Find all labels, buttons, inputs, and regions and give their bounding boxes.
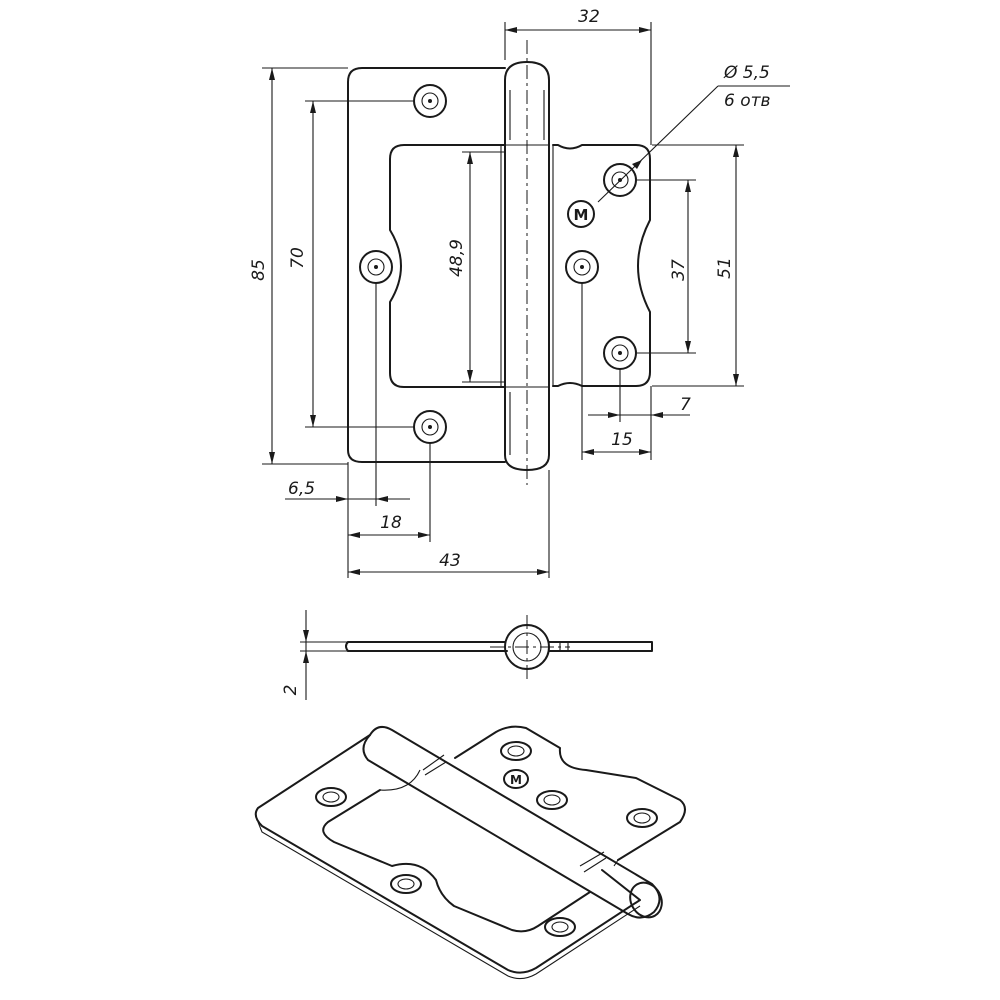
iso-pin	[362, 725, 661, 919]
side-view: 2	[281, 610, 653, 700]
dim-overall-width: 43	[439, 551, 461, 571]
dim-thickness: 2	[281, 685, 301, 696]
hole-icon	[536, 790, 568, 810]
logo-icon: M	[567, 200, 595, 228]
outer-leaf-outline	[347, 67, 506, 463]
dim-top-width: 32	[578, 7, 600, 27]
hole-icon	[359, 250, 393, 284]
isometric-view: M	[254, 725, 686, 980]
logo-letter: M	[574, 206, 589, 224]
dim-leaf-height: 51	[715, 257, 735, 279]
hole-icon	[626, 808, 658, 828]
hole-icon	[315, 787, 347, 807]
iso-logo-letter: M	[510, 773, 522, 787]
pin-knuckle	[504, 61, 550, 471]
hole-icon	[413, 410, 447, 444]
dim-hole-offset-18: 18	[380, 513, 402, 533]
dim-outer-hole-spacing: 70	[288, 247, 308, 269]
dim-hole-offset-right: 15	[611, 430, 633, 450]
dim-hole-count: 6 отв	[724, 91, 771, 111]
dim-inner-hole-spacing: 37	[669, 259, 689, 281]
dim-hole-offset-left: 6,5	[288, 479, 315, 499]
inner-leaf-outline	[552, 144, 651, 387]
hole-icon	[603, 336, 637, 370]
hole-icon	[500, 741, 532, 761]
hole-icon	[565, 250, 599, 284]
outer-leaf-cutout	[389, 144, 506, 388]
dim-overall-height: 85	[249, 259, 269, 281]
front-view: M	[347, 40, 651, 485]
hole-icon	[544, 917, 576, 937]
dim-hole-diameter: Ø 5,5	[723, 63, 770, 83]
dim-hole-offset-small: 7	[680, 395, 691, 415]
logo-icon: M	[503, 769, 529, 789]
iso-outer-leaf	[254, 734, 641, 974]
hole-icon	[413, 84, 447, 118]
iso-inner-leaf	[454, 725, 686, 861]
dimension-lines: 32 Ø 5,5 6 отв 85 70 48,9 37	[249, 7, 790, 578]
hole-icon	[390, 874, 422, 894]
dim-cutout-height: 48,9	[447, 239, 467, 277]
